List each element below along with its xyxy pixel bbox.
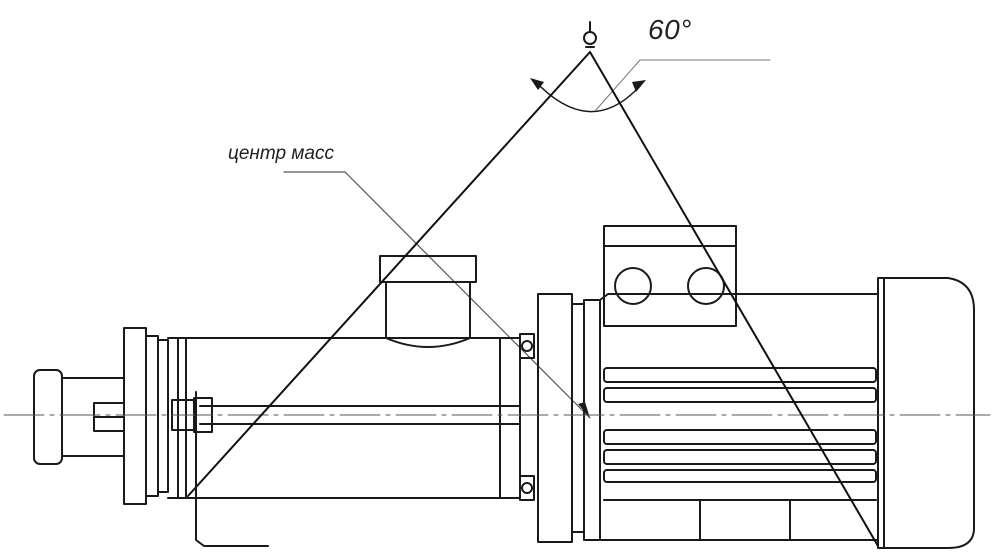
lifting-hook: [584, 22, 596, 47]
motor-flange: [538, 294, 584, 542]
discharge-port: [380, 256, 476, 347]
motor-body: [584, 294, 878, 540]
fan-cover: [878, 278, 974, 548]
angle-arc: [530, 78, 646, 112]
pump-body: [168, 338, 520, 498]
angle-label: 60°: [648, 14, 692, 45]
left-flange: [124, 328, 168, 504]
coupling-bolts: [520, 334, 534, 500]
sling-lines: [188, 52, 878, 546]
sling-hook-left: [196, 392, 268, 546]
center-of-mass-label: центр масс: [228, 143, 334, 164]
terminal-box: [604, 226, 736, 326]
angle-leader-line: [596, 60, 770, 110]
